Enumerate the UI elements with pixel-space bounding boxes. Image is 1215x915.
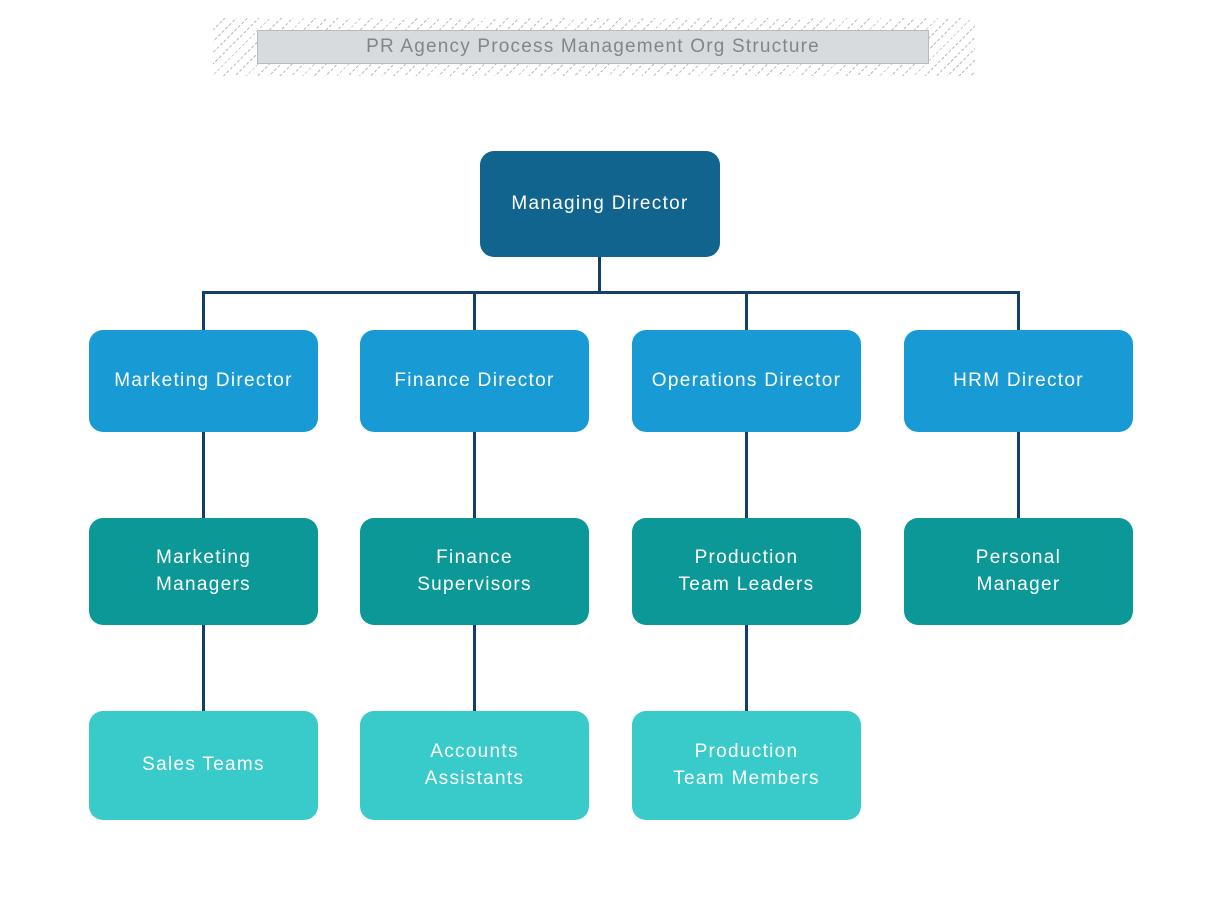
node-operations-director[interactable]: Operations Director [632, 330, 861, 432]
node-label: Production Team Leaders [678, 546, 815, 595]
connector-drop-finance [473, 291, 476, 330]
connector-managers-to-sales [202, 625, 205, 711]
connector-marketing-to-managers [202, 432, 205, 518]
connector-operations-to-leaders [745, 432, 748, 518]
chart-title-box[interactable]: PR Agency Process Management Org Structu… [257, 30, 929, 64]
node-label: Accounts Assistants [424, 740, 525, 789]
node-label: Marketing Director [114, 369, 293, 391]
node-accounts-assistants[interactable]: Accounts Assistants [360, 711, 589, 820]
node-label: Sales Teams [142, 754, 265, 776]
connector-leaders-to-members [745, 625, 748, 711]
connector-drop-marketing [202, 291, 205, 330]
node-production-team-members[interactable]: Production Team Members [632, 711, 861, 820]
node-hrm-director[interactable]: HRM Director [904, 330, 1133, 432]
connector-hrm-to-personal [1017, 432, 1020, 518]
node-marketing-managers[interactable]: Marketing Managers [89, 518, 318, 625]
node-production-team-leaders[interactable]: Production Team Leaders [632, 518, 861, 625]
connector-drop-hrm [1017, 291, 1020, 330]
node-marketing-director[interactable]: Marketing Director [89, 330, 318, 432]
chart-title: PR Agency Process Management Org Structu… [366, 36, 820, 57]
node-label: Production Team Members [673, 740, 820, 789]
node-label: Finance Director [394, 369, 555, 391]
connector-root-stub [598, 257, 601, 292]
connector-drop-operations [745, 291, 748, 330]
node-label: Personal Manager [975, 546, 1062, 595]
node-label: HRM Director [953, 369, 1084, 391]
connector-supervisors-to-accounts [473, 625, 476, 711]
node-personal-manager[interactable]: Personal Manager [904, 518, 1133, 625]
node-managing-director[interactable]: Managing Director [480, 151, 720, 257]
node-finance-director[interactable]: Finance Director [360, 330, 589, 432]
node-label: Operations Director [651, 369, 842, 391]
node-label: Finance Supervisors [417, 546, 532, 595]
node-sales-teams[interactable]: Sales Teams [89, 711, 318, 820]
node-label: Managing Director [511, 192, 689, 214]
title-pattern-band: PR Agency Process Management Org Structu… [213, 18, 975, 76]
node-label: Marketing Managers [155, 546, 252, 595]
node-finance-supervisors[interactable]: Finance Supervisors [360, 518, 589, 625]
connector-horizontal-bar [202, 291, 1020, 294]
connector-finance-to-supervisors [473, 432, 476, 518]
